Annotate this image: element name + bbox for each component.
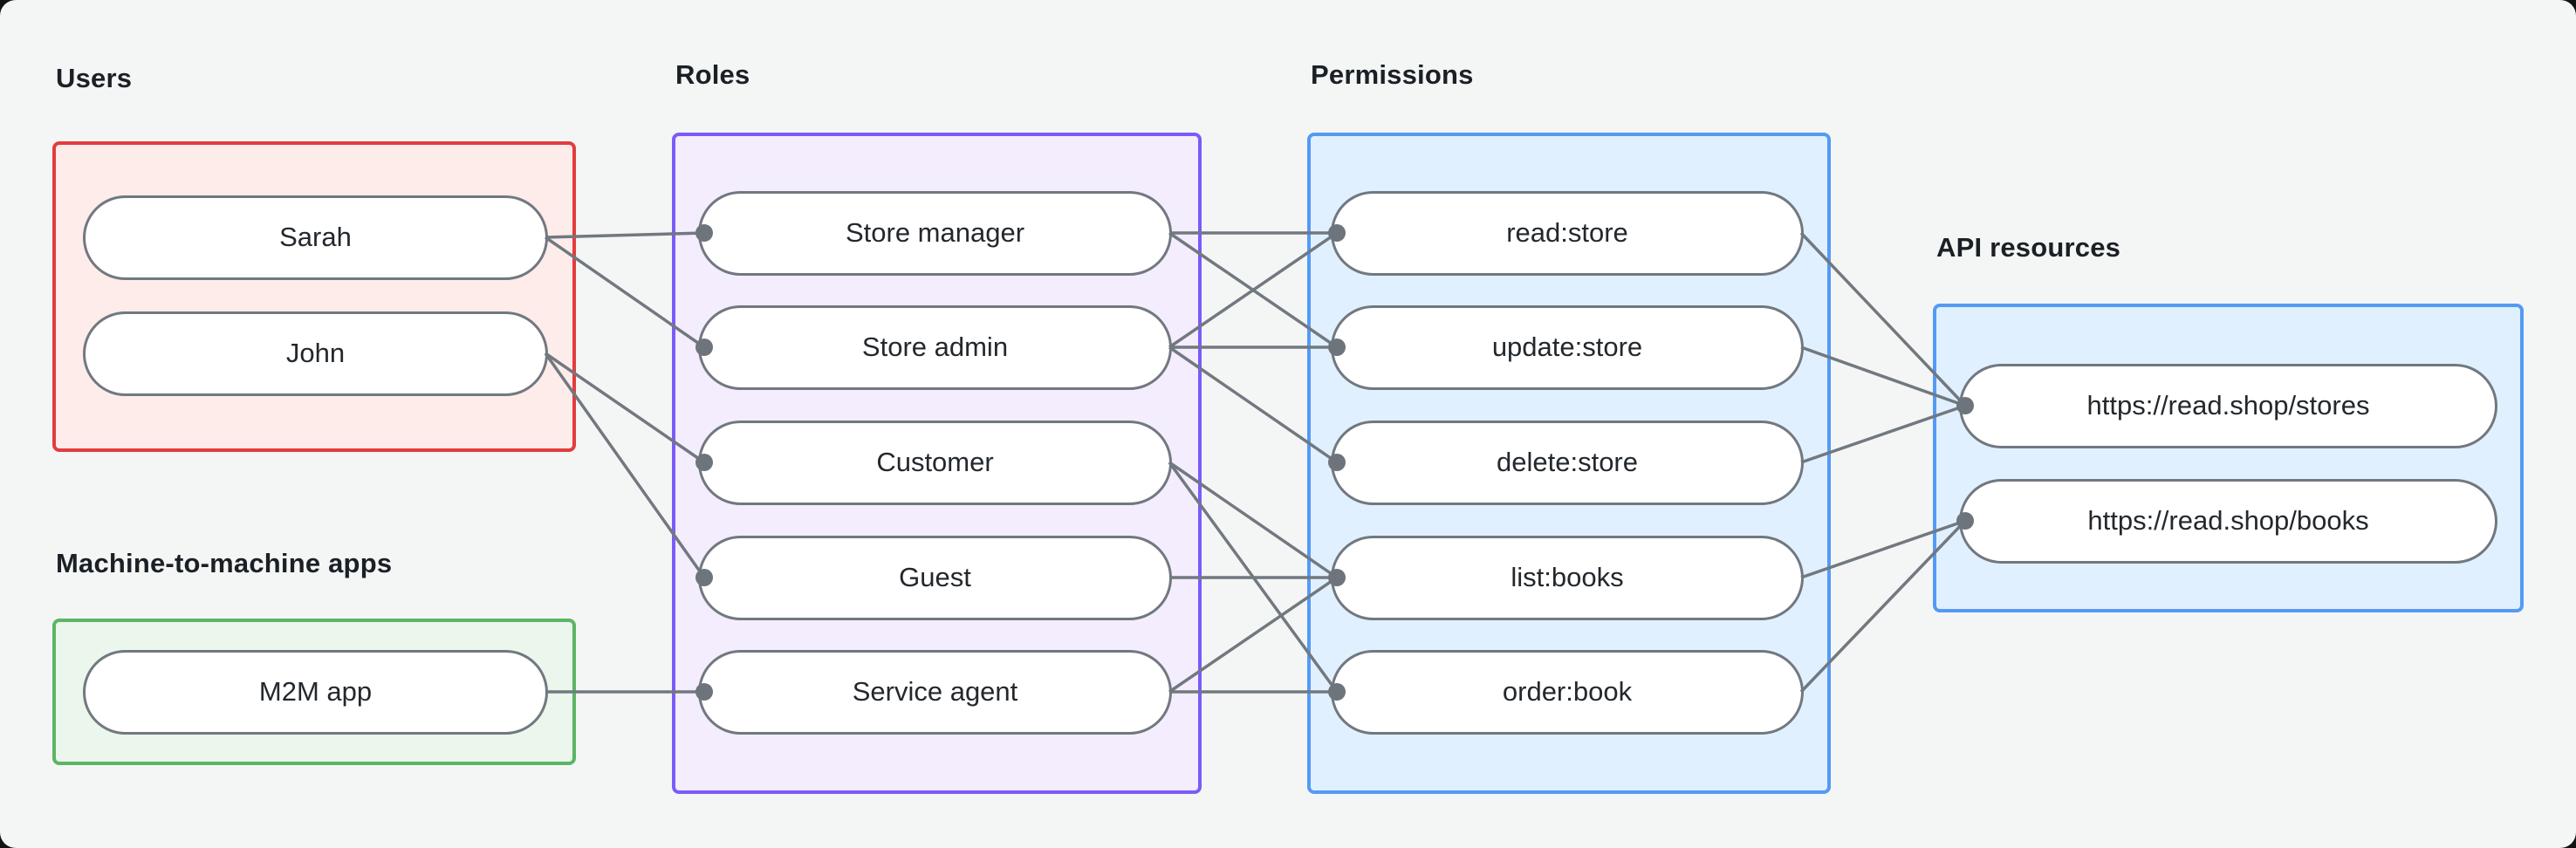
node-list-books: list:books bbox=[1331, 535, 1804, 620]
node-store-admin: Store admin bbox=[698, 304, 1172, 390]
node-stores-api: https://read.shop/stores bbox=[1959, 363, 2497, 448]
group-label-users: Users bbox=[56, 63, 133, 93]
node-customer: Customer bbox=[698, 420, 1172, 505]
node-order-book: order:book bbox=[1331, 649, 1804, 735]
group-label-roles: Roles bbox=[675, 59, 750, 90]
node-delete-store: delete:store bbox=[1331, 420, 1804, 505]
group-label-permissions: Permissions bbox=[1311, 59, 1474, 90]
node-store-manager: Store manager bbox=[698, 190, 1172, 276]
group-box-api bbox=[1933, 304, 2524, 612]
node-books-api: https://read.shop/books bbox=[1959, 478, 2497, 564]
node-m2m-app: M2M app bbox=[83, 649, 548, 735]
group-label-api: API resources bbox=[1936, 232, 2121, 263]
group-box-users bbox=[52, 141, 576, 452]
node-read-store: read:store bbox=[1331, 190, 1804, 276]
node-guest: Guest bbox=[698, 535, 1172, 620]
node-john: John bbox=[83, 311, 548, 396]
node-update-store: update:store bbox=[1331, 304, 1804, 390]
node-sarah: Sarah bbox=[83, 195, 548, 280]
node-service-agent: Service agent bbox=[698, 649, 1172, 735]
group-label-m2m: Machine-to-machine apps bbox=[56, 548, 393, 578]
